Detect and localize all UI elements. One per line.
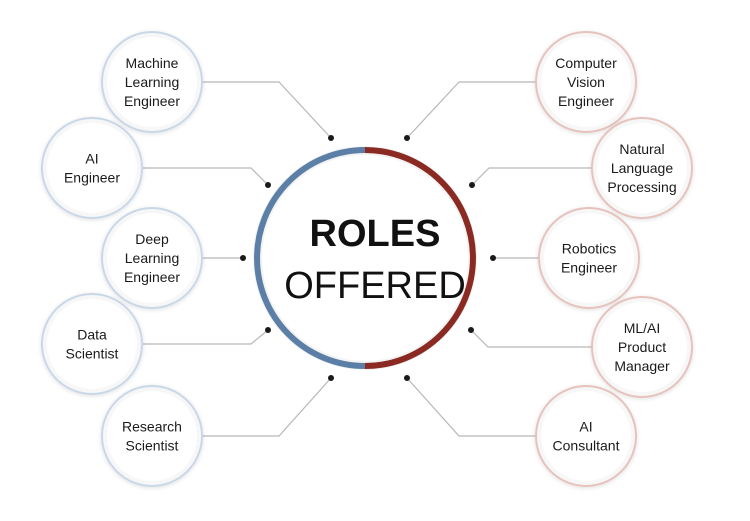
role-bubble-disc-left-4 xyxy=(107,391,197,481)
anchor-dot-left-2 xyxy=(240,255,246,261)
role-bubble-disc-right-3 xyxy=(597,302,687,392)
anchor-dot-right-3 xyxy=(468,327,474,333)
role-bubble-disc-right-0 xyxy=(541,37,631,127)
connector-left-3 xyxy=(140,329,269,345)
connector-left-4 xyxy=(199,377,332,437)
anchor-dot-right-1 xyxy=(469,182,475,188)
role-label-right-3-line-1: Product xyxy=(618,339,666,355)
role-label-right-0-line-1: Vision xyxy=(567,74,605,90)
role-label-right-4-line-1: Consultant xyxy=(553,438,620,454)
anchor-dots xyxy=(240,135,496,381)
role-label-left-4-line-0: Research xyxy=(122,419,182,435)
role-bubble-disc-right-1 xyxy=(597,123,687,213)
center-left-arc xyxy=(254,147,366,369)
anchor-dot-left-4 xyxy=(328,375,334,381)
role-label-right-0-line-2: Engineer xyxy=(558,93,614,109)
role-label-left-3-line-0: Data xyxy=(77,327,107,343)
role-label-left-0-line-1: Learning xyxy=(125,74,180,90)
role-bubble-disc-left-2 xyxy=(107,213,197,303)
center-title-line1: ROLES xyxy=(310,213,441,255)
role-label-right-2-line-1: Engineer xyxy=(561,260,617,276)
role-bubble-right-4: AI Consultant xyxy=(535,385,637,487)
role-bubble-disc-left-0 xyxy=(107,37,197,127)
role-bubble-disc-left-1 xyxy=(47,123,137,213)
role-label-left-3-line-1: Scientist xyxy=(66,346,119,362)
role-label-right-3-line-2: Manager xyxy=(614,358,670,374)
role-label-right-1-line-2: Processing xyxy=(607,179,676,195)
role-bubble-left-1: AI Engineer xyxy=(41,117,143,219)
anchor-dot-left-0 xyxy=(328,135,334,141)
role-label-right-3-line-0: ML/AI xyxy=(624,320,661,336)
role-label-left-2-line-1: Learning xyxy=(125,250,180,266)
role-label-left-4-line-1: Scientist xyxy=(126,438,179,454)
center-hub: ROLES OFFERED xyxy=(253,146,477,370)
role-label-left-2-line-0: Deep xyxy=(135,231,169,247)
connector-right-3 xyxy=(470,329,594,348)
role-label-right-4-line-0: AI xyxy=(579,419,592,435)
connector-right-4 xyxy=(406,377,539,437)
role-label-left-0-line-2: Engineer xyxy=(124,93,180,109)
center-inner-disc xyxy=(262,155,468,361)
connector-right-0 xyxy=(406,81,539,139)
center-right-arc xyxy=(364,147,476,369)
role-bubble-disc-left-3 xyxy=(47,299,137,389)
connector-right-1 xyxy=(471,167,594,186)
role-bubbles: MachineLearningEngineerAIEngineerDeepLea… xyxy=(41,31,693,487)
role-label-left-2-line-2: Engineer xyxy=(124,269,180,285)
role-label-right-2-line-0: Robotics xyxy=(562,241,616,257)
role-label-left-1-line-1: Engineer xyxy=(64,170,120,186)
role-label-right-1-line-1: Language xyxy=(611,160,674,176)
role-label-left-1-line-0: AI xyxy=(85,151,98,167)
role-bubble-disc-right-2 xyxy=(544,213,634,303)
connector-left-1 xyxy=(140,167,269,186)
role-label-right-0-line-0: Computer xyxy=(555,55,617,71)
anchor-dot-right-2 xyxy=(490,255,496,261)
role-label-left-0-line-0: Machine xyxy=(126,55,179,71)
center-title-line2: OFFERED xyxy=(284,265,466,307)
anchor-dot-left-3 xyxy=(265,327,271,333)
anchor-dot-left-1 xyxy=(265,182,271,188)
anchor-dot-right-4 xyxy=(404,375,410,381)
role-bubble-disc-right-4 xyxy=(541,391,631,481)
role-label-right-1-line-0: Natural xyxy=(619,141,664,157)
connector-lines xyxy=(140,81,594,437)
anchor-dot-right-0 xyxy=(404,135,410,141)
connector-left-0 xyxy=(199,81,332,139)
